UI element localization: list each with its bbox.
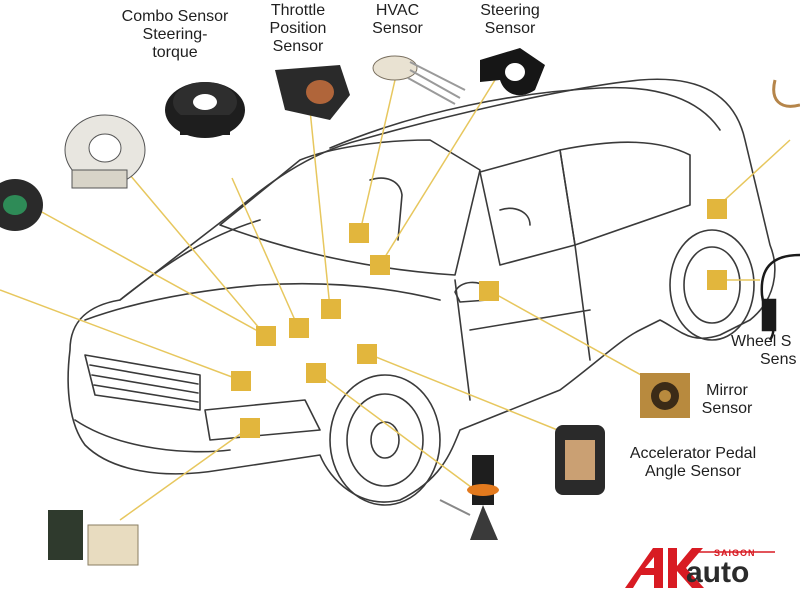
leader-lines: [0, 79, 791, 521]
marker-rear: [707, 199, 727, 219]
marker-left-front: [231, 371, 251, 391]
crank-sensor-part: [439, 455, 499, 540]
marker-accelerator: [357, 344, 377, 364]
brand-tag: SAIGON: [714, 548, 756, 558]
steering-torque-part: [64, 114, 146, 189]
steering-sensor-part: [480, 48, 545, 96]
hvac-sensor-part: [372, 55, 466, 105]
mirror-sensor-part: [640, 373, 690, 418]
combo-sensor-part: [165, 82, 245, 138]
rear-sensor-part: [772, 79, 800, 108]
marker-hvac: [349, 223, 369, 243]
wheel-sensor-part: [760, 253, 800, 341]
sensor-markers: [231, 199, 727, 438]
marker-headlight: [240, 418, 260, 438]
marker-steering: [370, 255, 390, 275]
brand-logo-mark: [625, 548, 775, 588]
marker-wheel: [707, 270, 727, 290]
brand-word: auto: [686, 556, 750, 589]
marker-combo: [289, 318, 309, 338]
marker-mirror: [479, 281, 499, 301]
marker-steering-column: [256, 326, 276, 346]
marker-engine: [306, 363, 326, 383]
accelerator-sensor-part: [555, 425, 605, 495]
car-outline: [67, 78, 776, 506]
throttle-sensor-part: [275, 65, 350, 120]
switch-sensor-part: [48, 510, 139, 566]
brand-logo: SAIGON auto: [620, 545, 790, 590]
marker-throttle: [321, 299, 341, 319]
left-edge-sensor-part: [0, 179, 43, 231]
